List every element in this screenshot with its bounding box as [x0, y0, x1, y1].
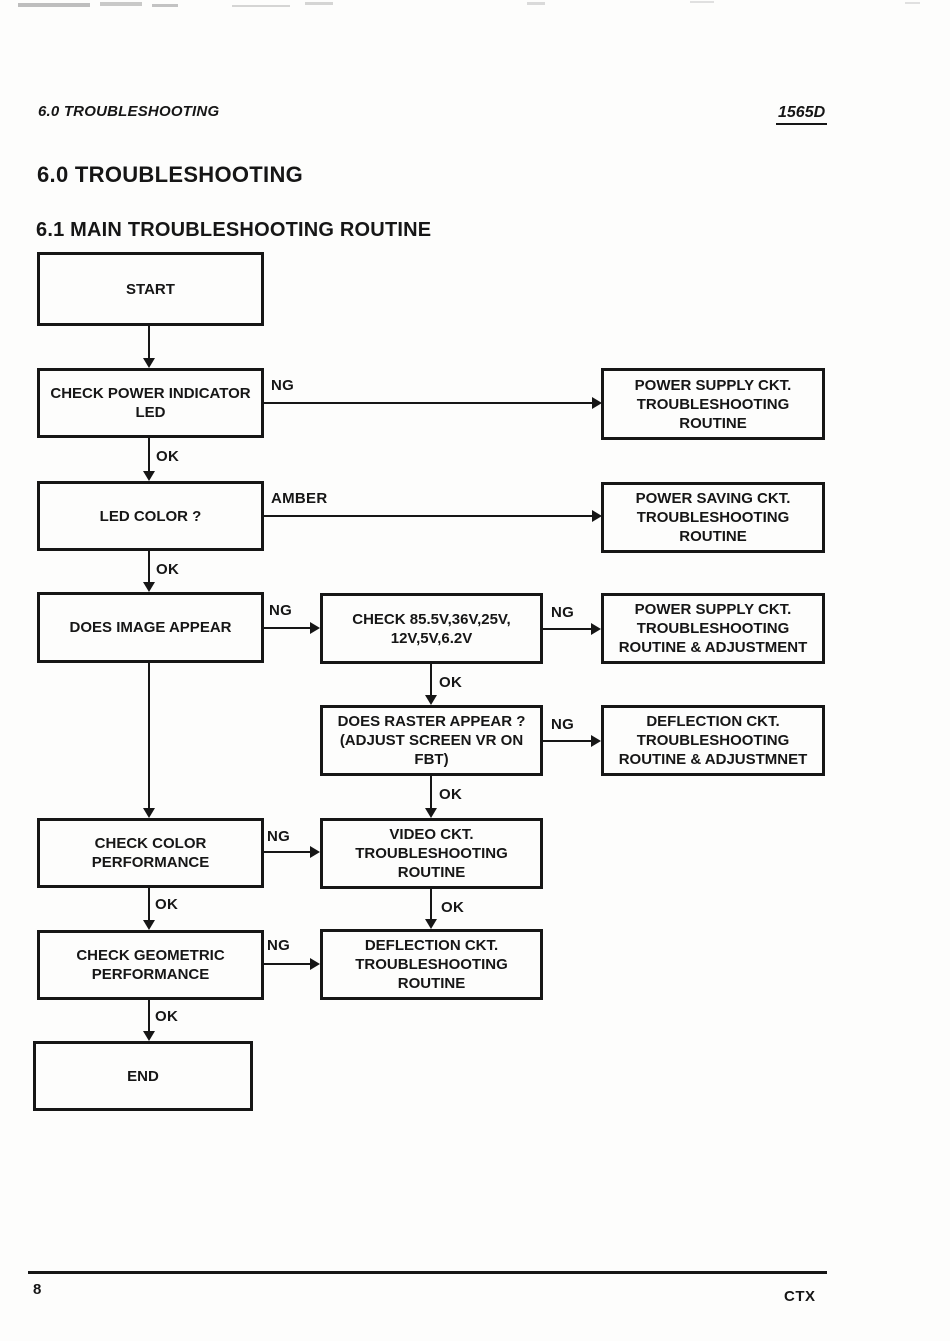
branch-label-raster-ng: NG	[551, 716, 575, 733]
doc-number: 1565D	[776, 104, 828, 125]
branch-label-color-ng: NG	[267, 828, 291, 845]
connector-raster-to-video	[430, 776, 432, 809]
flow-node-does-image-appear: DOES IMAGE APPEAR	[37, 592, 264, 663]
flow-node-power-supply-adjust: POWER SUPPLY CKT. TROUBLESHOOTING ROUTIN…	[601, 593, 825, 664]
connector-led-color-to-power-saving	[263, 515, 593, 517]
arrowhead-check-color-to-geometric	[143, 920, 155, 930]
branch-label-image-ng: NG	[269, 602, 293, 619]
arrowhead-check-led-to-led-color	[143, 471, 155, 481]
branch-label-video-ok: OK	[441, 899, 465, 916]
flow-node-check-power-led: CHECK POWER INDICATOR LED	[37, 368, 264, 438]
brand-label: CTX	[784, 1288, 816, 1305]
scan-artifact	[100, 2, 142, 6]
arrowhead-voltages-to-ps-adjust	[591, 623, 601, 635]
flow-node-does-raster-appear: DOES RASTER APPEAR ? (ADJUST SCREEN VR O…	[320, 705, 543, 776]
branch-label-led-color-amber: AMBER	[271, 490, 328, 507]
connector-check-color-to-video	[263, 851, 311, 853]
scan-artifact	[305, 2, 333, 5]
flow-node-power-supply-routine: POWER SUPPLY CKT. TROUBLESHOOTING ROUTIN…	[601, 368, 825, 440]
branch-label-power-led-ng: NG	[271, 377, 295, 394]
branch-label-voltages-ng: NG	[551, 604, 575, 621]
connector-image-to-check-color	[148, 663, 150, 809]
scan-artifact	[18, 3, 90, 7]
branch-label-led-color-ok: OK	[156, 561, 180, 578]
flow-node-end: END	[33, 1041, 253, 1111]
page-number: 8	[33, 1281, 42, 1298]
connector-check-led-to-power-supply	[263, 402, 593, 404]
flow-node-power-saving-routine: POWER SAVING CKT. TROUBLESHOOTING ROUTIN…	[601, 482, 825, 553]
connector-voltages-to-raster	[430, 664, 432, 696]
connector-video-to-deflection	[430, 889, 432, 920]
arrowhead-check-led-to-power-supply	[592, 397, 602, 409]
flow-node-deflection-routine: DEFLECTION CKT. TROUBLESHOOTING ROUTINE	[320, 929, 543, 1000]
flow-node-check-voltages: CHECK 85.5V,36V,25V, 12V,5V,6.2V	[320, 593, 543, 664]
arrowhead-check-color-to-video	[310, 846, 320, 858]
branch-label-raster-ok: OK	[439, 786, 463, 803]
arrowhead-raster-to-video	[425, 808, 437, 818]
section-title: 6.0 TROUBLESHOOTING	[37, 162, 304, 187]
arrowhead-image-to-voltages	[310, 622, 320, 634]
arrowhead-led-color-to-power-saving	[592, 510, 602, 522]
flow-node-start: START	[37, 252, 264, 326]
flow-node-led-color: LED COLOR ?	[37, 481, 264, 551]
footer-rule	[28, 1271, 827, 1274]
connector-image-to-voltages	[263, 627, 311, 629]
subsection-title: 6.1 MAIN TROUBLESHOOTING ROUTINE	[36, 219, 432, 241]
connector-check-color-to-geometric	[148, 888, 150, 921]
flow-node-check-color-performance: CHECK COLOR PERFORMANCE	[37, 818, 264, 888]
arrowhead-raster-to-deflection-adjust	[591, 735, 601, 747]
scan-artifact	[905, 2, 920, 4]
scan-artifact	[527, 2, 545, 5]
connector-geometric-to-end	[148, 1000, 150, 1032]
scan-artifact	[232, 5, 290, 7]
branch-label-geometric-ok: OK	[155, 1008, 179, 1025]
arrowhead-voltages-to-raster	[425, 695, 437, 705]
arrowhead-led-color-to-image	[143, 582, 155, 592]
scan-artifact	[690, 1, 714, 3]
scan-artifact	[152, 4, 178, 7]
arrowhead-start-to-check-led	[143, 358, 155, 368]
branch-label-color-ok: OK	[155, 896, 179, 913]
connector-led-color-to-image	[148, 551, 150, 583]
running-header: 6.0 TROUBLESHOOTING	[38, 103, 220, 120]
arrowhead-image-to-check-color	[143, 808, 155, 818]
arrowhead-geometric-to-deflection	[310, 958, 320, 970]
connector-start-to-check-led	[148, 326, 150, 359]
connector-geometric-to-deflection	[263, 963, 311, 965]
connector-raster-to-deflection-adjust	[543, 740, 592, 742]
flow-node-check-geometric-performance: CHECK GEOMETRIC PERFORMANCE	[37, 930, 264, 1000]
branch-label-geometric-ng: NG	[267, 937, 291, 954]
flow-node-video-routine: VIDEO CKT. TROUBLESHOOTING ROUTINE	[320, 818, 543, 889]
connector-check-led-to-led-color	[148, 438, 150, 472]
arrowhead-geometric-to-end	[143, 1031, 155, 1041]
arrowhead-video-to-deflection	[425, 919, 437, 929]
branch-label-voltages-ok: OK	[439, 674, 463, 691]
flow-node-deflection-adjust: DEFLECTION CKT. TROUBLESHOOTING ROUTINE …	[601, 705, 825, 776]
connector-voltages-to-ps-adjust	[543, 628, 592, 630]
branch-label-power-led-ok: OK	[156, 448, 180, 465]
